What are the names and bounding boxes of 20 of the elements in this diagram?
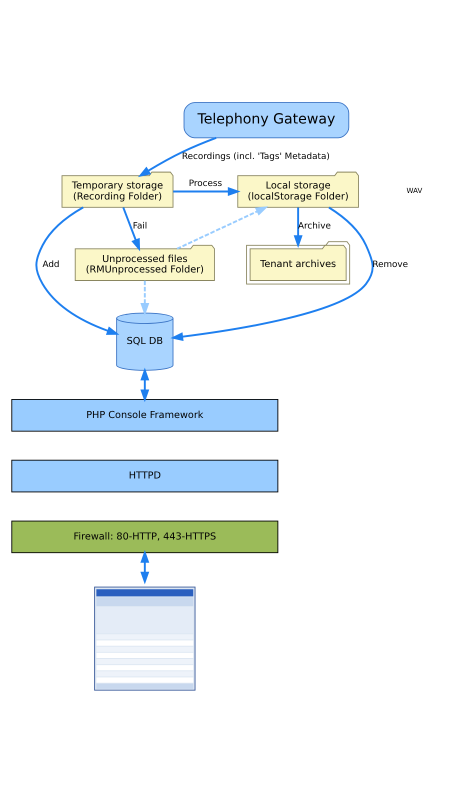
edge-label: Recordings (incl. 'Tags' Metadata) (182, 152, 330, 162)
arrow (294, 208, 303, 248)
arrow (140, 368, 150, 402)
arrow (140, 280, 150, 316)
edge-label: Remove (372, 260, 408, 270)
arrow (122, 207, 140, 252)
edge-label: Process (188, 179, 222, 190)
arrow (138, 136, 217, 178)
edge-label: Add (42, 260, 60, 270)
label: WAV (406, 186, 422, 196)
arrow (170, 206, 374, 342)
node-box: PHP Console Framework (11, 399, 278, 432)
arrow (176, 206, 268, 250)
arrow (35, 206, 120, 335)
arrow (140, 550, 150, 584)
node-box: Telephony Gateway (184, 102, 350, 138)
edge-label: Fail (132, 222, 148, 232)
node-box: Firewall: 80-HTTP, 443-HTTPS (11, 520, 278, 554)
arrow (173, 187, 241, 196)
node-box: HTTPD (11, 460, 278, 492)
